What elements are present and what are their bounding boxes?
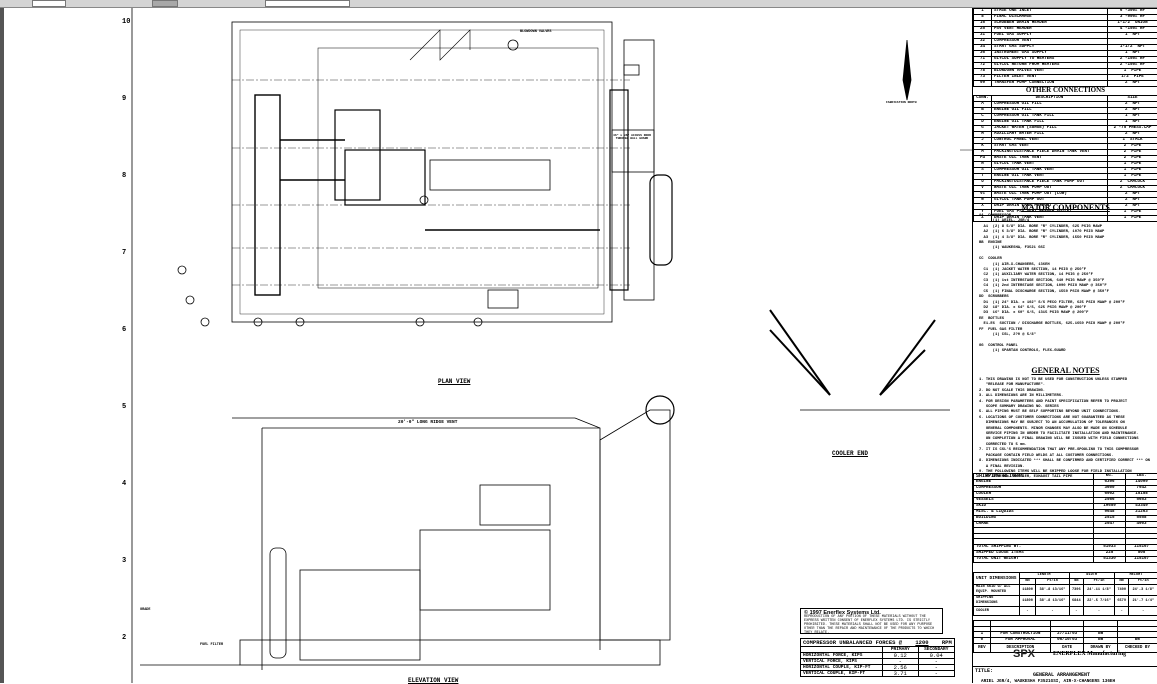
copyright-notice: © 1997 Enerflex Systems Ltd. REPRODUCTIO… bbox=[800, 608, 943, 634]
drawing-canvas bbox=[0, 0, 972, 683]
table-cell: 6844 bbox=[1069, 596, 1084, 607]
table-cell: - bbox=[1084, 607, 1115, 616]
title-label: TITLE: bbox=[975, 668, 993, 674]
fuel-filter-label: FUEL FILTER bbox=[200, 643, 223, 647]
forces-title: COMPRESSOR UNBALANCED FORCES @ bbox=[803, 639, 902, 646]
cooler-end-drawing bbox=[770, 310, 950, 410]
fabrication-north-label: FABRICATION NORTH bbox=[886, 101, 917, 104]
table-cell: - bbox=[1129, 607, 1157, 616]
table-cell: - bbox=[1069, 607, 1084, 616]
table-row: COOLER------ bbox=[974, 607, 1157, 616]
company-name: ENERFLEX Manufacturing bbox=[1053, 651, 1126, 657]
table-cell: 11800 bbox=[1019, 585, 1036, 596]
unbalanced-forces-table: COMPRESSOR UNBALANCED FORCES @ 1200 RPM … bbox=[800, 638, 955, 677]
table-cell: 24'-11 1/8" bbox=[1084, 585, 1115, 596]
elevation-view-drawing bbox=[140, 396, 674, 670]
copyright-text: REPRODUCTION OF ANY PORTION OF THESE MAT… bbox=[804, 615, 934, 635]
plan-view-drawing bbox=[178, 22, 672, 326]
table-cell: 7400 bbox=[1114, 585, 1129, 596]
table-cell: VERTICAL COUPLE, KIP-FT bbox=[801, 671, 883, 677]
table-cell: 2"-75 PRESS.CAP bbox=[1108, 126, 1157, 132]
grade-label: GRADE bbox=[140, 608, 151, 612]
table-cell: TOTAL UNIT WEIGHT bbox=[974, 556, 1094, 562]
table-cell: HORIZONTAL COUPLE, KIP-FT bbox=[801, 665, 883, 671]
other-connections-title: OTHER CONNECTIONS bbox=[973, 86, 1157, 94]
table-cell: 6579 bbox=[1114, 596, 1129, 607]
table-cell: - bbox=[918, 671, 954, 677]
table-cell: 51330 bbox=[1094, 556, 1126, 562]
forces-rpm-unit: RPM bbox=[942, 639, 952, 646]
table-cell: 22'-5 7/16" bbox=[1084, 596, 1115, 607]
table-cell: - bbox=[1036, 607, 1069, 616]
north-arrow-icon bbox=[903, 40, 911, 100]
blowdown-label: BLOWDOWN VALVES bbox=[520, 30, 552, 34]
table-cell: 115167 bbox=[1126, 556, 1157, 562]
forces-rpm: 1200 bbox=[905, 639, 938, 646]
table-cell: 3.71 bbox=[882, 671, 918, 677]
table-cell: 21'-7 1/4" bbox=[1129, 596, 1157, 607]
table-cell: 11800 bbox=[1019, 596, 1036, 607]
table-cell: - bbox=[1019, 607, 1036, 616]
general-notes-text: 1. THIS DRAWING IS NOT TO BE USED FOR CO… bbox=[979, 378, 1150, 481]
table-cell: 24'-3 1/8" bbox=[1129, 585, 1157, 596]
spx-logo: SPX bbox=[1013, 648, 1035, 660]
table-cell: - bbox=[1114, 607, 1129, 616]
access-door-label: 36" x 36" ACCESS DOOR THROUGH WALL GUARD bbox=[612, 134, 652, 140]
table-cell: MAIN SKID w/ ALL EQUIP. MOUNTED bbox=[974, 585, 1020, 596]
major-components-text: AA COMPRESSOR (1) ARIEL, JGR/4 A1 (2) 8 … bbox=[979, 214, 1125, 355]
ridge-vent-label: 20'-0" LONG RIDGE VENT bbox=[398, 420, 457, 425]
table-cell: UNIT DIMENSIONS bbox=[974, 573, 1020, 585]
table-cell: 38'-8 13/16" bbox=[1036, 585, 1069, 596]
plan-view-label: PLAN VIEW bbox=[438, 378, 470, 385]
table-cell: SHIPPING DIMENSIONS bbox=[974, 596, 1020, 607]
table-cell: REV bbox=[974, 644, 991, 653]
cooler-end-label: COOLER END bbox=[832, 450, 868, 457]
drawing-subtitle: ARIEL JGR/4, WAUKESHA F3521GSI, AIR-X-CH… bbox=[981, 679, 1115, 684]
drawing-title: GENERAL ARRANGEMENT bbox=[1033, 672, 1090, 678]
major-components-title: MAJOR COMPONENTS bbox=[973, 203, 1157, 212]
table-cell: 7396 bbox=[1069, 585, 1084, 596]
general-notes-title: GENERAL NOTES bbox=[973, 366, 1157, 375]
table-cell: 38'-8 13/16" bbox=[1036, 596, 1069, 607]
table-cell: COOLER bbox=[974, 607, 1020, 616]
